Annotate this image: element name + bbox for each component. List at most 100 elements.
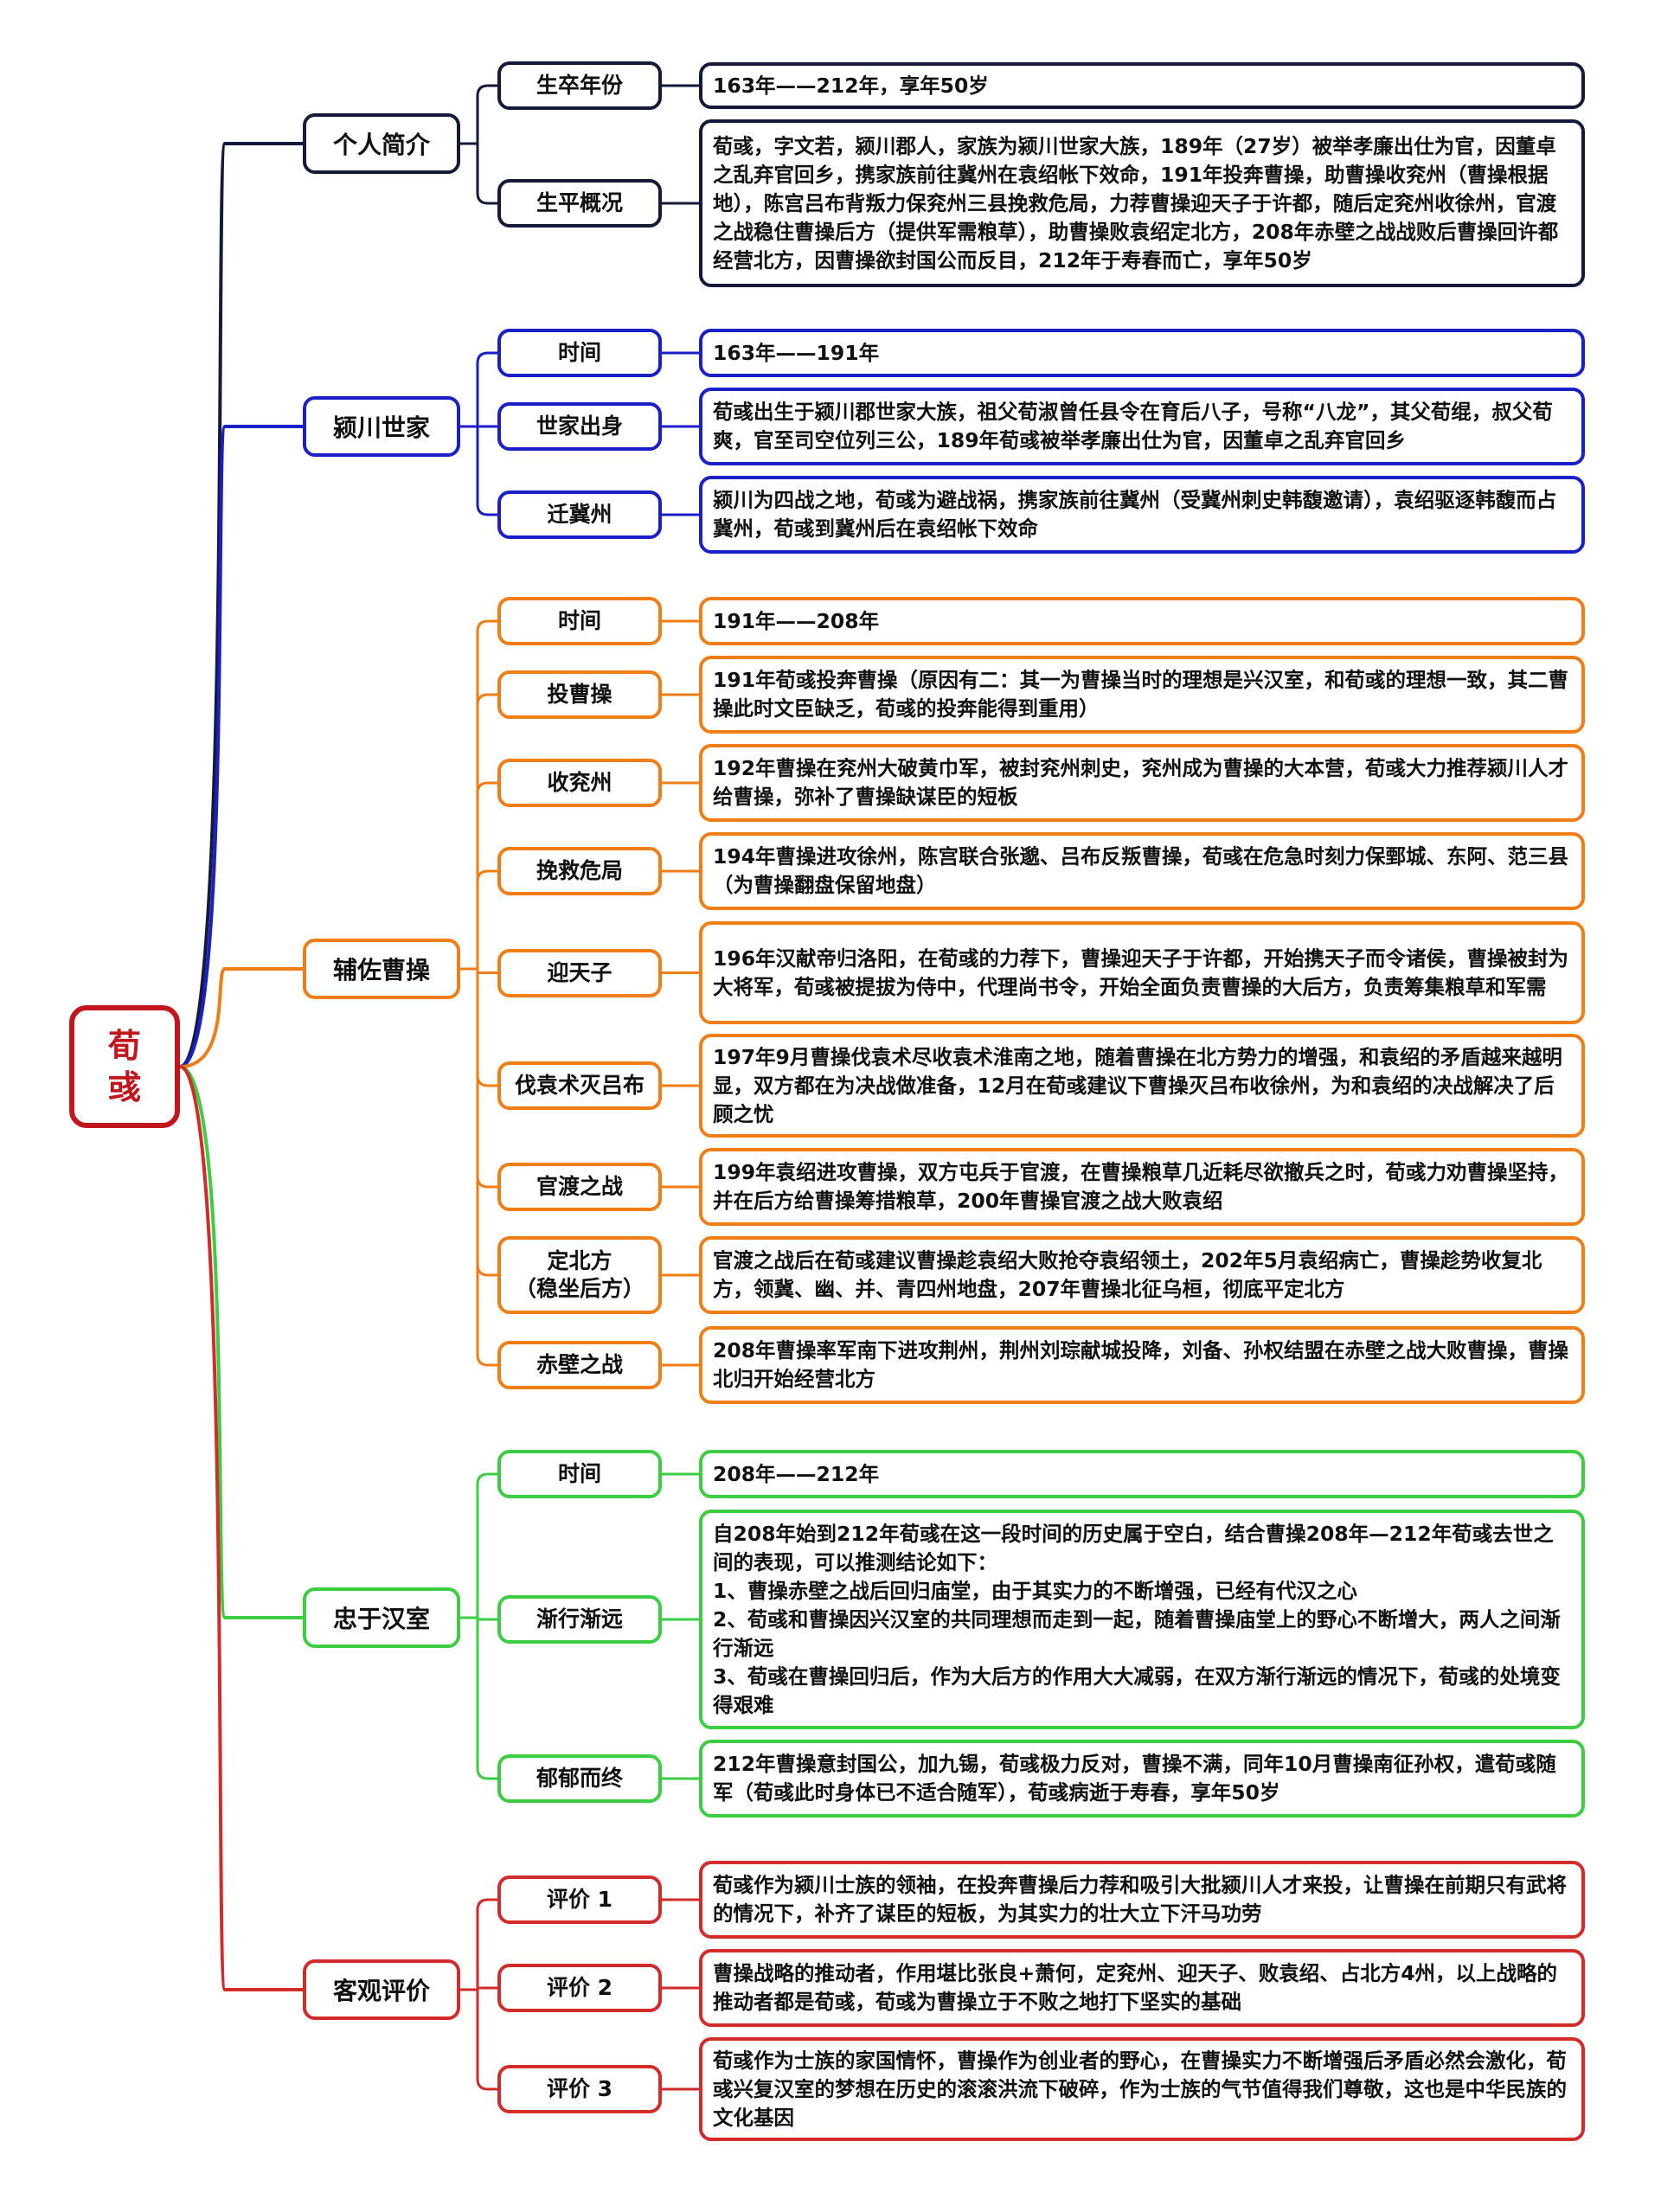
topic-node-2-6-text: 官渡之战 — [535, 1174, 623, 1199]
sub-connector-2-8 — [476, 1353, 499, 1367]
topic-node-0-0-text: 生卒年份 — [535, 73, 623, 98]
detail-box-2-7-text: 官渡之战后在荀彧建议曹操趁袁绍大败抢夺袁绍领土，202年5月袁绍病亡，曹操趁势收… — [713, 1248, 1542, 1301]
detail-box-4-1-text: 曹操战略的推动者，作用堪比张良+萧何，定兖州、迎天子、败袁绍、占北方4州，以上战… — [713, 1961, 1558, 2014]
branch-node-3: 忠于汉室 — [303, 1587, 460, 1648]
topic-node-1-2: 迁冀州 — [497, 490, 662, 539]
topic-node-1-0: 时间 — [497, 329, 662, 377]
sub-connector-2-3 — [476, 869, 499, 883]
topic-node-3-2: 郁郁而终 — [497, 1754, 662, 1803]
topic-node-2-0: 时间 — [497, 597, 662, 645]
branch-node-1-text: 颍川世家 — [332, 414, 430, 442]
sub-connector-0-0 — [476, 84, 499, 98]
detail-box-3-0: 208年——212年 — [699, 1450, 1585, 1498]
topic-node-2-5: 伐袁术灭吕布 — [497, 1061, 662, 1110]
detail-box-2-6: 199年袁绍进攻曹操，双方屯兵于官渡，在曹操粮草几近耗尽欲撤兵之时，荀彧力劝曹操… — [699, 1148, 1585, 1226]
detail-box-1-1-text: 荀彧出生于颍川郡世家大族，祖父荀淑曾任县令在育后八子，号称“八龙”，其父荀绲，叔… — [713, 400, 1553, 452]
detail-box-2-7: 官渡之战后在荀彧建议曹操趁袁绍大败抢夺袁绍领土，202年5月袁绍病亡，曹操趁势收… — [699, 1236, 1585, 1314]
detail-box-3-2-text: 212年曹操意封国公，加九锡，荀彧极力反对，曹操不满，同年10月曹操南征孙权，遣… — [713, 1752, 1556, 1805]
detail-box-2-1: 191年荀彧投奔曹操（原因有二：其一为曹操当时的理想是兴汉室，和荀彧的理想一致，… — [699, 656, 1585, 734]
sub-connector-2-0 — [476, 619, 499, 633]
branch-node-2-text: 辅佐曹操 — [332, 956, 430, 984]
detail-box-1-2: 颍川为四战之地，荀彧为避战祸，携家族前往冀州（受冀州刺史韩馥邀请），袁绍驱逐韩馥… — [699, 476, 1585, 554]
topic-node-2-2-text: 收兖州 — [547, 770, 612, 795]
root-node-text: 荀 彧 — [107, 1027, 141, 1106]
sub-connector-0-1 — [476, 191, 499, 205]
topic-node-1-1: 世家出身 — [497, 402, 662, 451]
sub-connector-2-7 — [476, 1263, 499, 1277]
topic-node-3-2-text: 郁郁而终 — [535, 1766, 623, 1791]
topic-node-2-5-text: 伐袁术灭吕布 — [514, 1073, 645, 1098]
detail-box-2-4: 196年汉献帝归洛阳，在荀彧的力荐下，曹操迎天子于许都，开始携天子而令诸侯，曹操… — [699, 921, 1585, 1024]
detail-box-2-3: 194年曹操进攻徐州，陈宫联合张邈、吕布反叛曹操，荀彧在危急时刻力保鄄城、东阿、… — [699, 832, 1585, 910]
sub-connector-2-5 — [476, 1074, 499, 1087]
topic-node-2-7-text: 定北方 （稳坐后方） — [514, 1248, 645, 1301]
topic-node-1-0-text: 时间 — [557, 340, 601, 365]
detail-box-3-0-text: 208年——212年 — [713, 1461, 880, 1486]
topic-node-0-1: 生平概况 — [497, 179, 662, 228]
detail-box-0-1-text: 荀彧，字文若，颍川郡人，家族为颍川世家大族，189年（27岁）被举孝廉出仕为官，… — [713, 133, 1559, 272]
detail-box-1-0: 163年——191年 — [699, 329, 1585, 377]
topic-node-4-2: 评价 3 — [497, 2065, 662, 2113]
topic-node-2-4-text: 迎天子 — [547, 959, 612, 985]
sub-connector-3-2 — [476, 1766, 499, 1780]
detail-box-4-0-text: 荀彧作为颍川士族的领袖，在投奔曹操后力荐和吸引大批颍川人才来投，让曹操在前期只有… — [713, 1873, 1567, 1926]
detail-box-2-0: 191年——208年 — [699, 597, 1585, 645]
topic-node-2-8-text: 赤壁之战 — [535, 1352, 623, 1377]
detail-box-2-2-text: 192年曹操在兖州大破黄巾军，被封兖州刺史，兖州成为曹操的大本营，荀彧大力推荐颍… — [713, 756, 1569, 809]
topic-node-4-1-text: 评价 2 — [546, 1975, 613, 2000]
branch-connector-0 — [178, 142, 305, 1068]
detail-box-4-2: 荀彧作为士族的家国情怀，曹操作为创业者的野心，在曹操实力不断增强后矛盾必然会激化… — [699, 2037, 1585, 2141]
branch-node-3-text: 忠于汉室 — [332, 1605, 430, 1633]
topic-node-2-1-text: 投曹操 — [547, 682, 612, 707]
branch-connector-2 — [178, 967, 305, 1068]
detail-box-3-1-text: 自208年始到212年荀彧在这一段时间的历史属于空白，结合曹操208年—212年… — [713, 1521, 1561, 1717]
topic-node-2-3: 挽救危局 — [497, 847, 662, 895]
branch-connector-4 — [178, 1065, 305, 1991]
topic-node-3-0-text: 时间 — [557, 1461, 601, 1486]
branch-node-0: 个人简介 — [303, 113, 460, 174]
branch-node-1: 颍川世家 — [303, 396, 460, 457]
detail-box-2-5: 197年9月曹操伐袁术尽收袁术淮南之地，随着曹操在北方势力的增强，和袁绍的矛盾越… — [699, 1034, 1585, 1138]
branch-node-4: 客观评价 — [303, 1959, 460, 2020]
topic-node-3-1-text: 渐行渐远 — [535, 1606, 623, 1632]
topic-node-2-1: 投曹操 — [497, 670, 662, 719]
detail-box-2-0-text: 191年——208年 — [713, 608, 880, 633]
detail-box-4-2-text: 荀彧作为士族的家国情怀，曹操作为创业者的野心，在曹操实力不断增强后矛盾必然会激化… — [713, 2048, 1567, 2130]
branch-node-0-text: 个人简介 — [332, 131, 430, 159]
detail-box-4-1: 曹操战略的推动者，作用堪比张良+萧何，定兖州、迎天子、败袁绍、占北方4州，以上战… — [699, 1949, 1585, 2027]
topic-node-0-0: 生卒年份 — [497, 61, 662, 110]
sub-connector-3-0 — [476, 1472, 499, 1486]
detail-box-2-8: 208年曹操率军南下进攻荆州，荆州刘琮献城投降，刘备、孙权结盟在赤壁之战大败曹操… — [699, 1326, 1585, 1404]
topic-node-2-2: 收兖州 — [497, 759, 662, 807]
topic-node-2-4: 迎天子 — [497, 948, 662, 997]
detail-box-2-5-text: 197年9月曹操伐袁术尽收袁术淮南之地，随着曹操在北方势力的增强，和袁绍的矛盾越… — [713, 1044, 1562, 1126]
root-node: 荀 彧 — [69, 1005, 180, 1128]
topic-node-1-2-text: 迁冀州 — [547, 502, 612, 527]
topic-node-3-0: 时间 — [497, 1450, 662, 1498]
detail-box-2-4-text: 196年汉献帝归洛阳，在荀彧的力荐下，曹操迎天子于许都，开始携天子而令诸侯，曹操… — [713, 946, 1569, 999]
detail-box-0-1: 荀彧，字文若，颍川郡人，家族为颍川世家大族，189年（27岁）被举孝廉出仕为官，… — [699, 119, 1585, 287]
topic-node-4-0: 评价 1 — [497, 1875, 662, 1924]
topic-node-3-1: 渐行渐远 — [497, 1595, 662, 1644]
topic-node-2-3-text: 挽救危局 — [535, 858, 623, 883]
sub-connector-2-6 — [476, 1175, 499, 1189]
topic-node-4-2-text: 评价 3 — [546, 2076, 613, 2101]
branch-connector-3 — [178, 1065, 305, 1619]
detail-box-1-2-text: 颍川为四战之地，荀彧为避战祸，携家族前往冀州（受冀州刺史韩馥邀请），袁绍驱逐韩馥… — [713, 488, 1557, 541]
sub-connector-4-0 — [476, 1898, 499, 1912]
detail-box-2-6-text: 199年袁绍进攻曹操，双方屯兵于官渡，在曹操粮草几近耗尽欲撤兵之时，荀彧力劝曹操… — [713, 1160, 1569, 1213]
topic-node-2-0-text: 时间 — [557, 608, 601, 633]
detail-box-2-2: 192年曹操在兖州大破黄巾军，被封兖州刺史，兖州成为曹操的大本营，荀彧大力推荐颍… — [699, 744, 1585, 822]
detail-box-2-8-text: 208年曹操率军南下进攻荆州，荆州刘琮献城投降，刘备、孙权结盟在赤壁之战大败曹操… — [713, 1338, 1569, 1391]
detail-box-1-0-text: 163年——191年 — [713, 340, 880, 365]
topic-node-2-8: 赤壁之战 — [497, 1341, 662, 1389]
detail-box-2-3-text: 194年曹操进攻徐州，陈宫联合张邈、吕布反叛曹操，荀彧在危急时刻力保鄄城、东阿、… — [713, 844, 1569, 897]
sub-connector-2-1 — [476, 693, 499, 707]
sub-connector-2-2 — [476, 781, 499, 795]
branch-node-2: 辅佐曹操 — [303, 939, 460, 999]
topic-node-1-1-text: 世家出身 — [535, 414, 623, 439]
topic-node-2-6: 官渡之战 — [497, 1163, 662, 1211]
detail-box-3-2: 212年曹操意封国公，加九锡，荀彧极力反对，曹操不满，同年10月曹操南征孙权，遣… — [699, 1740, 1585, 1818]
topic-node-0-1-text: 生平概况 — [535, 190, 623, 215]
